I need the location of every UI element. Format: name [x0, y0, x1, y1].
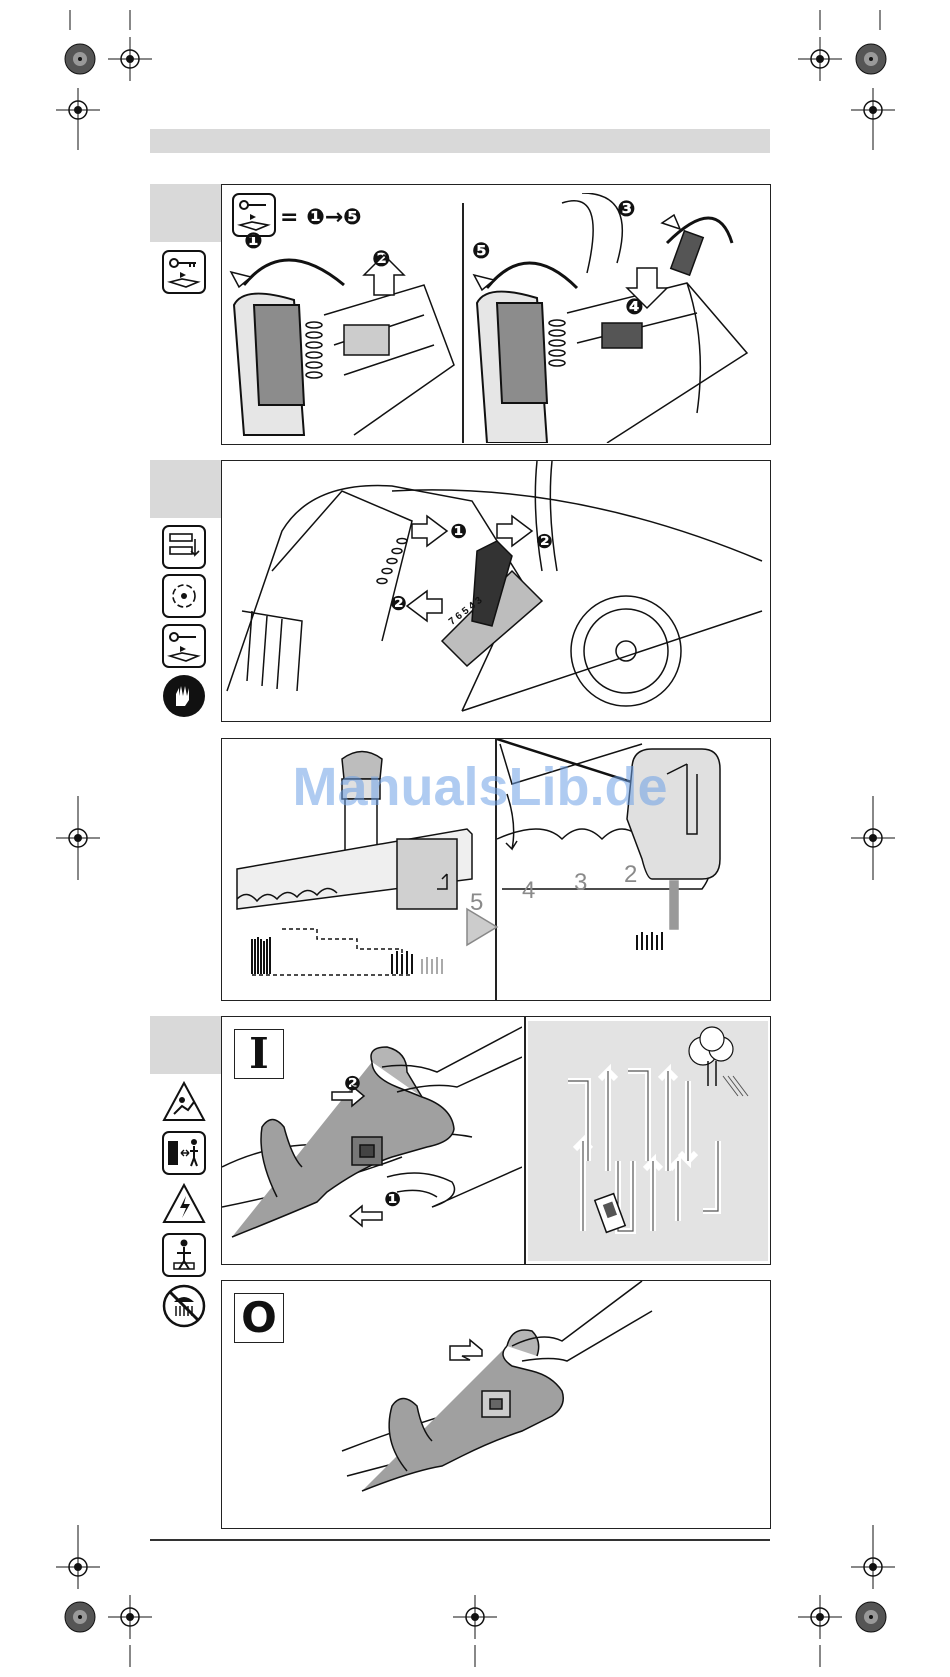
mowing-pattern-illustration [528, 1021, 768, 1261]
step-5-badge: ❺ [472, 239, 491, 264]
crosshair-mark [851, 88, 895, 132]
no-rain-icon [162, 1284, 206, 1328]
keep-distance-icon [162, 1131, 206, 1175]
gloves-icon [162, 674, 206, 718]
figure-tab [150, 184, 221, 242]
step-1-badge: ❶ [450, 519, 467, 543]
step-1-badge: ❶ [384, 1187, 401, 1211]
key-manual-icon [162, 250, 206, 294]
divider-line [462, 203, 464, 443]
switch-on-handle-illustration [222, 1017, 522, 1265]
crosshair-mark [56, 88, 100, 132]
step-sequence-label: = ❶→❺ [280, 205, 362, 230]
crosshair-mark [56, 1545, 100, 1589]
crosshair-mark [798, 1595, 842, 1639]
warning-thrown-objects-icon [162, 1080, 206, 1124]
starburst-mark [856, 44, 886, 74]
mower-battery-illustration-right [467, 193, 767, 443]
electric-hazard-icon [162, 1182, 206, 1226]
blade-icon [162, 574, 206, 618]
scale-number: 5 [470, 889, 483, 917]
starburst-mark [65, 44, 95, 74]
crosshair-mark [798, 37, 842, 81]
step-2-badge: ❷ [344, 1071, 361, 1095]
switch-off-handle-illustration [222, 1281, 770, 1529]
crosshair-mark [453, 1595, 497, 1639]
scale-number: 4 [522, 877, 535, 905]
step-1-badge: ❶ [244, 229, 263, 254]
step-3-badge: ❸ [617, 197, 636, 222]
scale-number: 3 [574, 869, 587, 897]
figure-5-panel: O [221, 1280, 771, 1529]
cutting-height-lever-illustration [222, 461, 770, 721]
starburst-mark [65, 1602, 95, 1632]
starburst-mark [856, 1602, 886, 1632]
figure-4-panel: I ❷ ❶ [221, 1016, 771, 1265]
figure-tab [150, 1016, 221, 1074]
figure-tab [150, 460, 221, 518]
header-band [150, 129, 770, 153]
step-2-badge: ❷ [372, 247, 391, 272]
mower-battery-illustration-left [224, 245, 459, 445]
operator-position-icon [162, 1233, 206, 1277]
divider-line [524, 1017, 526, 1265]
footer-rule [150, 1539, 770, 1541]
scale-number: 2 [624, 861, 637, 889]
crosshair-mark [108, 37, 152, 81]
key-manual-icon [162, 624, 206, 668]
step-2-badge: ❷ [390, 591, 407, 615]
figure-1-panel: = ❶→❺ ❶ ❷ ❸ ❹ ❺ [221, 184, 771, 445]
mowing-pattern-area [528, 1021, 768, 1261]
height-adjust-icon [162, 525, 206, 569]
crosshair-mark [851, 1545, 895, 1589]
tree-icon [689, 1027, 748, 1096]
step-4-badge: ❹ [625, 295, 644, 320]
step-2-badge: ❷ [536, 529, 553, 553]
crosshair-mark [108, 1595, 152, 1639]
watermark: ManualsLib.de [290, 756, 670, 818]
figure-2-panel: ❶ ❷ ❷ 7 6 5 4 3 [221, 460, 771, 722]
